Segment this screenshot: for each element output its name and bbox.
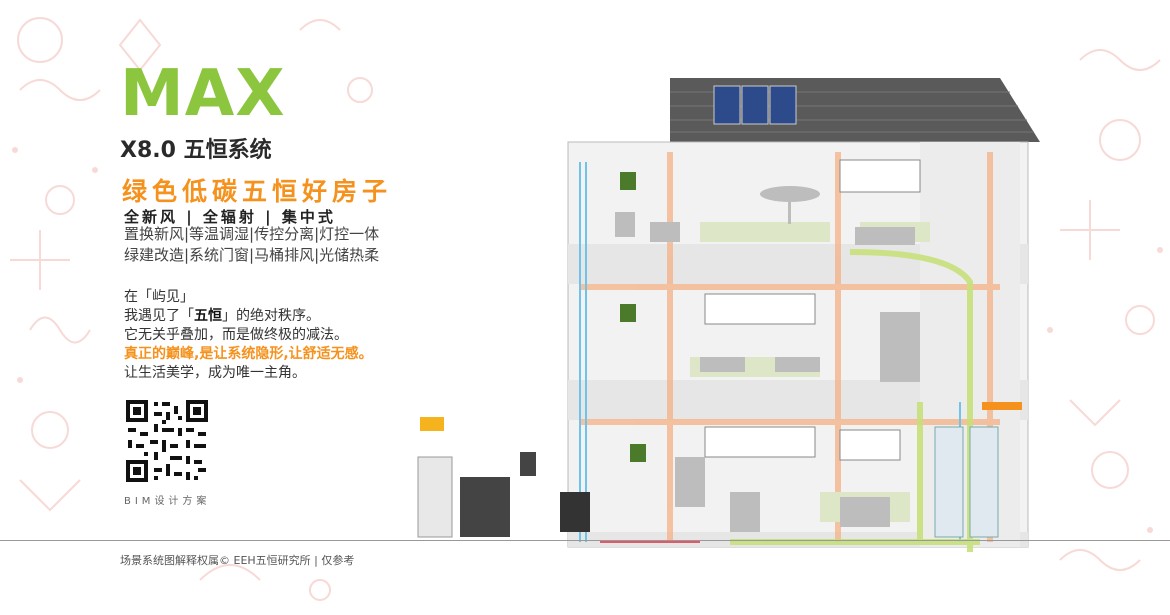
- feature-line: 置换新风|等温调湿|传控分离|灯控一体: [124, 225, 380, 243]
- outdoor-equipment: [417, 452, 590, 538]
- product-subtitle: X8.0 五恒系统: [120, 138, 272, 163]
- qr-code[interactable]: [124, 398, 210, 484]
- intro-line: 它无关乎叠加，而是做终极的减法。: [124, 327, 348, 343]
- slogan: 绿色低碳五恒好房子: [122, 177, 393, 206]
- highlight-word: 五恒: [194, 308, 222, 324]
- intro-highlight-line: 真正的巅峰,是让系统隐形,让舒适无感。: [124, 346, 373, 362]
- feature-list: 置换新风|等温调湿|传控分离|灯控一体 绿建改造|系统门窗|马桶排风|光储热柔: [124, 224, 379, 266]
- footer-copyright: 场景系统图解释权属© EEH五恒研究所 | 仅参考: [120, 554, 355, 567]
- house-system-diagram: [417, 78, 1040, 552]
- footer-divider: [0, 540, 1170, 541]
- feature-line: 绿建改造|系统门窗|马桶排风|光储热柔: [124, 246, 380, 264]
- intro-line: 让生活美学，成为唯一主角。: [124, 365, 306, 381]
- qr-caption: BIM设计方案: [124, 496, 211, 507]
- intro-line: 我遇见了「五恒」的绝对秩序。: [124, 308, 320, 324]
- fcu-unit-icon: [620, 172, 646, 462]
- intro-line: 在「屿见」: [124, 289, 194, 305]
- furniture-silhouettes: [615, 186, 920, 532]
- equipment-cabinet: [934, 426, 999, 538]
- solar-panel-icon: [713, 85, 797, 125]
- intro-text: 在「屿见」 我遇见了「五恒」的绝对秩序。 它无关乎叠加，而是做终极的减法。 真正…: [124, 288, 373, 383]
- solar-small-panel-icon: [420, 417, 444, 431]
- tagline: 全新风 | 全辐射 | 集中式: [124, 208, 336, 226]
- brand-logo-text: MAX: [120, 57, 286, 131]
